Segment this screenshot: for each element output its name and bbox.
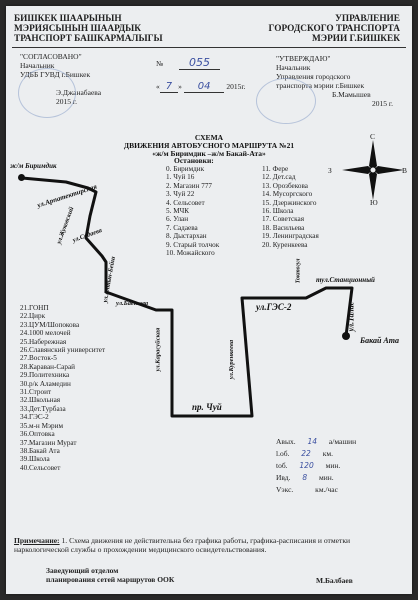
stop-marker <box>18 174 25 181</box>
route-line <box>21 176 352 418</box>
stops-title: Остановки: <box>174 156 214 165</box>
header-divider <box>12 47 406 48</box>
label-karasu: ул.Карасуйская <box>154 327 162 372</box>
doc-number: № 055 <box>156 56 221 70</box>
footer-signature-name: М.Балбаев <box>316 576 353 585</box>
route-line-talas <box>326 286 354 337</box>
compass-icon <box>342 140 404 200</box>
header-left: БИШКЕК ШААРЫНЫН МЭРИЯСЫНЫН ШААРДЫК ТРАНС… <box>14 14 163 44</box>
header-right: УПРАВЛЕНИЕ ГОРОДСКОГО ТРАНСПОРТА МЭРИИ Г… <box>268 14 400 44</box>
stop-marker-end <box>342 332 350 340</box>
compass-n: С <box>370 132 376 141</box>
stamp-seal-right <box>256 78 316 124</box>
label-talas: ул.Талас <box>346 301 356 332</box>
compass-e: В <box>402 166 408 175</box>
label-ges: ул.ГЭС-2 <box>256 302 292 312</box>
label-bakai: Бакай Ата <box>360 336 399 345</box>
label-chui: пр. Чуй <box>192 402 222 412</box>
document-sheet: БИШКЕК ШААРЫНЫН МЭРИЯСЫНЫН ШААРДЫК ТРАНС… <box>6 6 412 594</box>
route-stats: Авых. 14 а/машин l.об. 22 км. tоб. 120 м… <box>276 437 357 494</box>
label-kurenkeeva: ул.Куренкеева <box>228 339 236 380</box>
route-map <box>21 176 354 418</box>
compass-w: З <box>328 166 332 175</box>
scheme-title: СХЕМА ДВИЖЕНИЯ АВТОБУСНОГО МАРШРУТА №21 … <box>123 133 295 158</box>
compass-s: Ю <box>370 198 378 207</box>
doc-date: «7» 04 2015г. <box>156 81 246 93</box>
label-toktogul: Токтогул <box>295 258 302 284</box>
label-stancionny: тул.Станционный <box>316 276 375 284</box>
approval-right: "УТВЕРЖДАЮ" Начальник Управления городск… <box>276 54 393 108</box>
stamp-seal <box>18 68 76 118</box>
label-baetova: ул.Баетова <box>116 300 149 307</box>
label-birimdik: ж/м Биримдик <box>10 162 57 170</box>
note: Примечание: 1. Схема движения не действи… <box>14 536 351 554</box>
footer-left: Заведующий отделом планирования сетей ма… <box>46 566 175 584</box>
